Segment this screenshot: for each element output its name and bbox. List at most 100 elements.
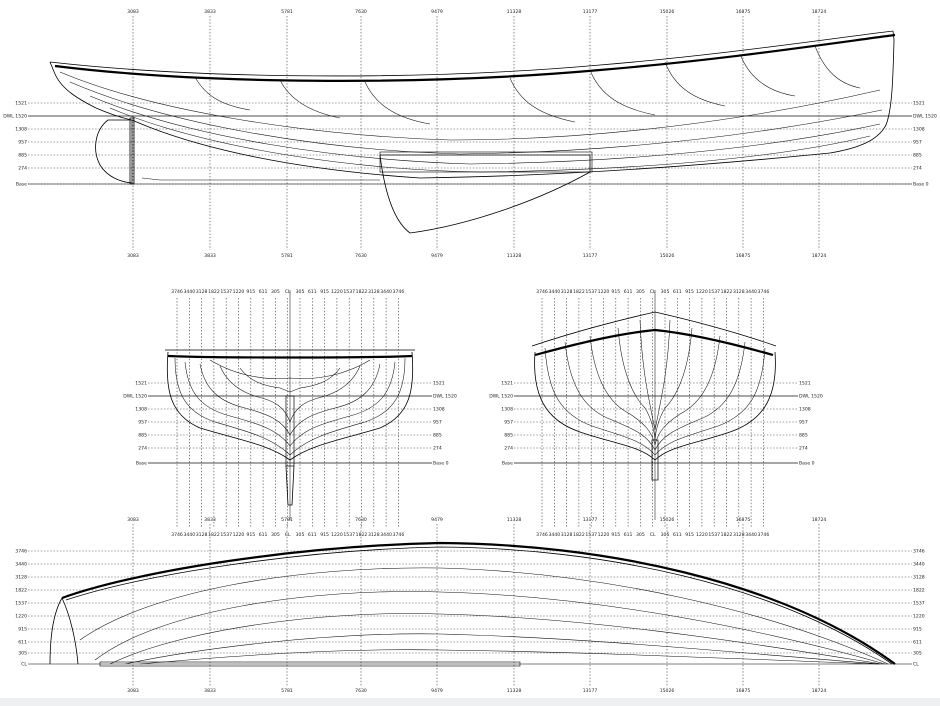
aft-waterline-label-left: 274	[138, 446, 147, 452]
plan-half-breadth-label-right: 1822	[913, 588, 925, 594]
profile-station-label-bottom: 16875	[736, 253, 751, 259]
aft-buttock-label-bottom: 915	[246, 532, 255, 538]
fwd-buttock-label-top: 611	[673, 289, 682, 295]
profile-station-label-top: 11328	[507, 9, 522, 15]
plan-station-label-top: 3083	[127, 517, 139, 523]
plan-station-label-top: 18724	[812, 517, 827, 523]
aft-buttock-label-top: 1822	[356, 289, 368, 295]
aft-buttock-label-bottom: 1822	[208, 532, 220, 538]
plan-half-breadth-label-left: 1537	[15, 601, 27, 607]
profile-waterline-label-left: 885	[18, 153, 27, 159]
aft-buttock-label-top: 3128	[368, 289, 380, 295]
profile-keel-line	[131, 119, 831, 179]
fwd-buttock-label-top: CL	[650, 289, 656, 295]
aft-buttock-label-bottom: 305	[271, 532, 280, 538]
fwd-waterline-label-left: DWL 1520	[489, 394, 513, 400]
profile-stern	[829, 30, 895, 154]
body-plan-forward	[531, 290, 777, 520]
aft-waterline-label-right: 1308	[433, 407, 445, 413]
aft-waterline-label-right: 885	[433, 433, 442, 439]
plan-half-breadth-label-right: 3440	[913, 562, 925, 568]
profile-section-7	[739, 53, 796, 97]
fwd-waterline-label-left: 885	[504, 433, 513, 439]
profile-station-label-top: 18724	[812, 9, 827, 15]
aft-waterline-label-left: 1308	[135, 407, 147, 413]
fwd-buttock-label-top: 3746	[758, 289, 770, 295]
profile-station-label-top: 15026	[660, 9, 675, 15]
aft-buttock-label-top: 1537	[220, 289, 232, 295]
fwd-buttock-label-bottom: 1220	[598, 532, 610, 538]
fwd-buttock-label-bottom: 1822	[573, 532, 585, 538]
plan-station-label-top: 3833	[204, 517, 216, 523]
profile-station-label-bottom: 15026	[660, 253, 675, 259]
fwd-buttock-label-bottom: 3128	[561, 532, 573, 538]
plan-station-label-bottom: 11328	[507, 688, 522, 694]
plan-station-label-top: 7630	[355, 517, 367, 523]
fwd-waterline-label-right: 1308	[799, 407, 811, 413]
profile-waterline-label-left: 1521	[15, 101, 27, 107]
fwd-buttock-label-bottom: 3746	[758, 532, 770, 538]
plan-station-label-top: 9479	[431, 517, 443, 523]
aft-buttock-label-top: 1537	[343, 289, 355, 295]
fwd-waterline-label-right: 885	[799, 433, 808, 439]
profile-waterline-label-right: 885	[913, 153, 922, 159]
aft-buttock-label-top: 3440	[183, 289, 195, 295]
aft-buttock-label-top: 1220	[331, 289, 343, 295]
profile-section-8	[814, 45, 861, 89]
plan-half-breadth-label-right: 3746	[913, 549, 925, 555]
profile-section-6	[664, 61, 726, 107]
aft-buttock-label-top: 3746	[393, 289, 405, 295]
profile-section-4	[509, 77, 576, 123]
fwd-waterline-label-left: 1308	[501, 407, 513, 413]
fwd-buttock-label-bottom: 3746	[536, 532, 548, 538]
plan-half-breadth-label-left: 1220	[15, 614, 27, 620]
plan-wl-1	[79, 567, 889, 665]
profile-station-label-top: 7630	[355, 9, 367, 15]
fwd-buttock-label-top: 611	[624, 289, 633, 295]
profile-centreboard-trunk	[379, 151, 593, 173]
fwd-buttock-label-top: 3440	[745, 289, 757, 295]
fwd-waterline-label-right: Base 0	[799, 461, 815, 467]
fwd-buttock-label-top: 305	[636, 289, 645, 295]
plan-keel-strip	[99, 661, 521, 667]
sections-grid	[148, 298, 798, 528]
profile-waterline-label-right: 1521	[913, 101, 925, 107]
plan-wl-3	[109, 613, 883, 665]
aft-buttock-label-bottom: 3128	[368, 532, 380, 538]
profile-waterline-label-right: 957	[913, 140, 922, 146]
profile-station-label-bottom: 7630	[355, 253, 367, 259]
plan-half-breadth-label-right: 1537	[913, 601, 925, 607]
aft-buttock-label-top: 3128	[196, 289, 208, 295]
aft-waterline-label-left: 1521	[135, 381, 147, 387]
profile-station-label-top: 9479	[431, 9, 443, 15]
aft-buttock-label-top: 611	[259, 289, 268, 295]
body-plan-aft	[165, 290, 415, 520]
profile-waterline-label-right: DWL 1520	[913, 114, 937, 120]
plan-wl-5	[139, 649, 879, 665]
profile-station-label-top: 3833	[204, 9, 216, 15]
plan-wl-2	[94, 591, 886, 665]
footer-bar	[0, 698, 940, 706]
plan-station-label-top: 5781	[281, 517, 293, 523]
plan-station-label-bottom: 3083	[127, 688, 139, 694]
fwd-buttock-label-top: 3128	[733, 289, 745, 295]
plan-half-breadth-label-right: 1220	[913, 614, 925, 620]
plan-half-breadth-label-left: 305	[18, 651, 27, 657]
fwd-waterline-label-right: 957	[799, 420, 808, 426]
aft-buttock-label-top: 611	[308, 289, 317, 295]
fwd-section-2	[544, 347, 656, 456]
aft-buttock-label-top: 1220	[233, 289, 245, 295]
profile-buttock-1	[59, 71, 881, 141]
aft-waterline-label-left: 885	[138, 433, 147, 439]
plan-half-breadth-label-right: 3128	[913, 575, 925, 581]
fwd-buttock-label-top: 3746	[536, 289, 548, 295]
fwd-buttock-label-bottom: CL	[650, 532, 656, 538]
plan-half-breadth-label-left: 3128	[15, 575, 27, 581]
sections-labels: 3746374634403440312831281822182215371537…	[123, 289, 823, 538]
profile-buttock-2	[69, 81, 883, 155]
profile-rail-top	[49, 30, 894, 77]
